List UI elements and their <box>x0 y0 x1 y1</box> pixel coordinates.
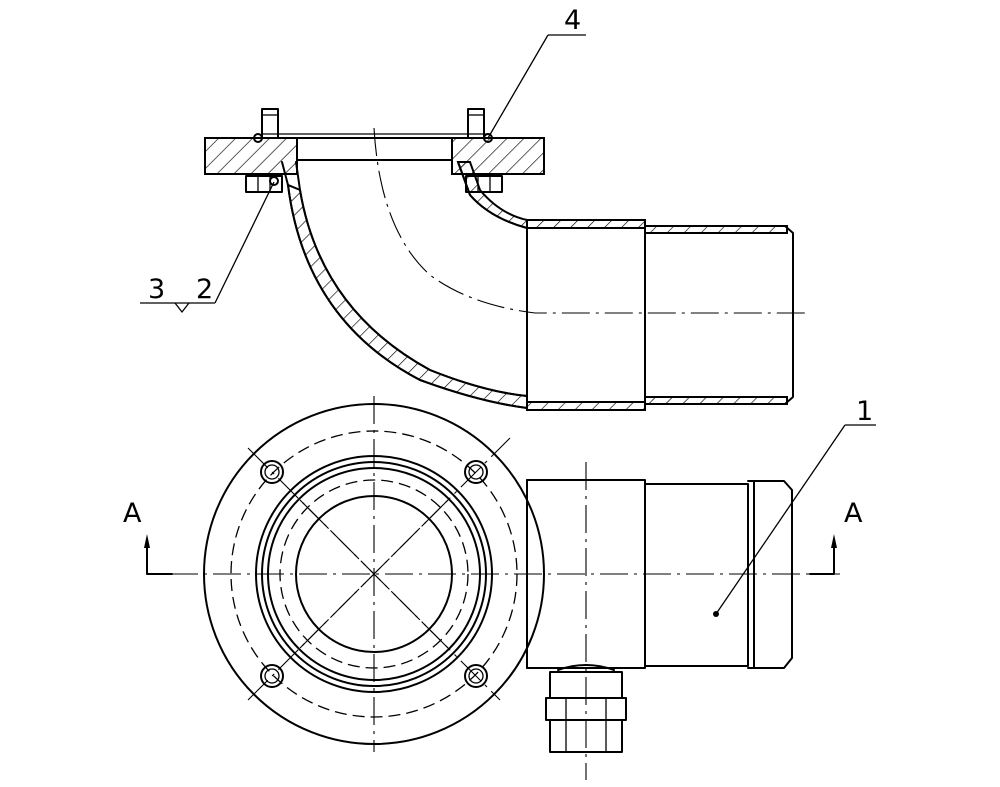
section-view <box>204 108 805 411</box>
diag-centerline-4 <box>247 437 511 701</box>
sleeve-bottom-section <box>526 401 646 411</box>
bolt-sw <box>260 664 284 688</box>
plan-pipe-end <box>747 480 793 669</box>
bolt-nw <box>260 460 284 484</box>
extension-top-section <box>644 225 788 234</box>
bolt-ne <box>464 460 488 484</box>
pipe-extension <box>644 225 794 405</box>
callout-label-2: 2 <box>196 274 213 305</box>
bolt-se <box>464 664 488 688</box>
callout-1 <box>715 424 876 615</box>
nut-left <box>245 175 283 193</box>
callout-label-1: 1 <box>856 396 873 427</box>
callout-3-2 <box>140 181 275 314</box>
elbow-outer-section <box>286 183 528 410</box>
section-label-left: A <box>123 498 142 529</box>
section-arrowhead-left <box>144 534 150 548</box>
plan-pipe-extension <box>644 483 749 667</box>
elbow-centerline <box>373 127 805 314</box>
callout-4 <box>487 34 586 139</box>
plan-view <box>144 396 840 780</box>
section-label-right: A <box>844 498 863 529</box>
callout-label-4: 4 <box>564 5 581 36</box>
section-arrowhead-right <box>831 534 837 548</box>
callout-label-3: 3 <box>148 274 165 305</box>
cable-gland <box>545 664 627 753</box>
pipe-sleeve <box>526 219 646 411</box>
section-arrow-left <box>146 544 173 575</box>
section-arrow-right <box>809 544 835 575</box>
extension-bottom-section <box>644 396 788 405</box>
sleeve-top-section <box>526 219 646 229</box>
flange-left-section <box>204 137 298 175</box>
stud-left <box>253 108 279 143</box>
stud-right <box>467 108 493 143</box>
